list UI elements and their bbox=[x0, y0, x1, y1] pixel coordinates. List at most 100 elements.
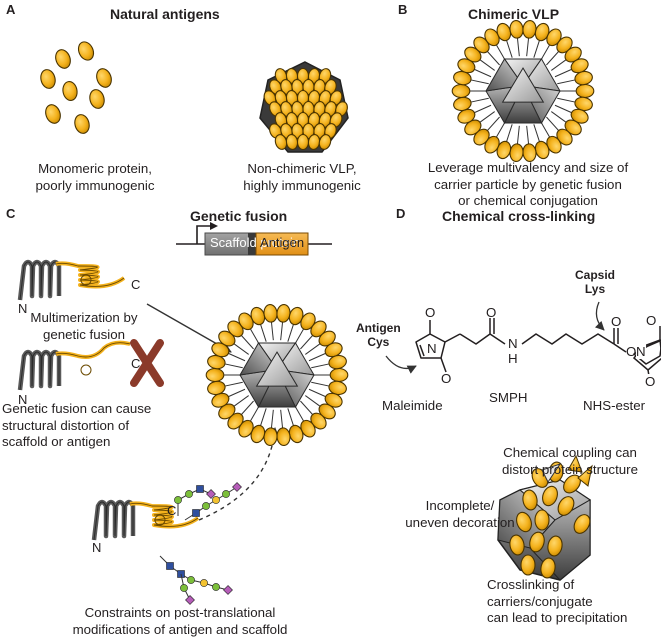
gene-scaffold-label: Scaffold protein bbox=[210, 235, 301, 250]
atom-o-3: O bbox=[486, 305, 497, 320]
vlp-linker bbox=[270, 409, 274, 430]
arrow-antigen-cys bbox=[385, 355, 417, 374]
glycan-circle-icon bbox=[180, 584, 188, 592]
vlp-linker bbox=[469, 97, 489, 103]
label-nhs-ester: NHS-ester bbox=[583, 398, 646, 413]
vlp-linker bbox=[540, 43, 551, 61]
capsid-center-face bbox=[501, 67, 545, 103]
vlp-displayed-antigen bbox=[205, 367, 225, 383]
panel-title-a: Natural antigens bbox=[110, 6, 220, 22]
glycan-circle-icon bbox=[202, 502, 210, 510]
scaffold-coil-outline bbox=[93, 501, 134, 541]
vlp-linker bbox=[308, 352, 328, 362]
vlp-linker bbox=[249, 327, 260, 345]
glycan-circle-icon bbox=[174, 496, 182, 504]
gene-antigen-label: Antigen bbox=[260, 235, 305, 250]
antigen-monomer bbox=[55, 49, 71, 69]
vlp-displayed-antigen bbox=[276, 427, 291, 446]
panel-title-b: Chimeric VLP bbox=[468, 6, 560, 22]
vlp-linker bbox=[516, 125, 520, 146]
atom-n-3: N bbox=[636, 344, 646, 359]
label-maleimide: Maleimide bbox=[382, 398, 443, 413]
vlp-linker bbox=[305, 395, 322, 408]
panel-letter-d: D bbox=[396, 206, 406, 221]
vlp-linker bbox=[294, 405, 305, 423]
vlp-linker bbox=[280, 409, 284, 430]
vlp-displayed-antigen bbox=[329, 367, 349, 383]
glycan-circle-icon bbox=[212, 496, 220, 504]
vlp-linker bbox=[485, 49, 500, 66]
panel-c-chimeric-vlp bbox=[205, 304, 349, 446]
vlp-linker bbox=[259, 322, 267, 342]
vlp-linker bbox=[546, 116, 561, 133]
vlp-displayed-antigen bbox=[509, 20, 524, 39]
vlp-linker bbox=[540, 121, 551, 139]
glycan-diamond-icon bbox=[232, 482, 242, 492]
capsid-center-face bbox=[255, 351, 299, 387]
antigen-monomer bbox=[40, 69, 56, 89]
vlp-linker bbox=[259, 408, 267, 428]
antigen-coil bbox=[55, 340, 131, 359]
fusion-protein-3 bbox=[91, 482, 242, 605]
vlp-displayed-antigen bbox=[263, 427, 278, 446]
antigen-monomer bbox=[74, 114, 90, 134]
antigen-monomer bbox=[62, 81, 78, 101]
vlp-linker bbox=[226, 388, 246, 398]
vlp-displayed-antigen bbox=[575, 83, 595, 99]
atom-o-4: O bbox=[611, 314, 622, 329]
vlp-linker bbox=[305, 342, 322, 355]
vlp-linker bbox=[554, 68, 574, 78]
vlp-linker bbox=[526, 125, 530, 146]
terminus-c-1: C bbox=[131, 277, 141, 292]
vlp-linker bbox=[232, 342, 249, 355]
glycan-diamond-icon bbox=[206, 489, 216, 499]
scaffold-coil bbox=[17, 259, 62, 301]
vlp-linker bbox=[232, 395, 249, 408]
panel-b-chimeric-vlp bbox=[451, 20, 595, 162]
promoter-arrow-icon bbox=[196, 225, 214, 244]
vlp-displayed-antigen bbox=[276, 304, 291, 323]
atom-o-7: O bbox=[645, 374, 656, 389]
uneven-antigen bbox=[516, 511, 532, 533]
glycan-square-icon bbox=[192, 509, 200, 517]
vlp-displayed-antigen bbox=[328, 354, 347, 370]
label-smph: SMPH bbox=[489, 390, 528, 405]
arrow-capsid-lys bbox=[594, 301, 605, 331]
vlp-linker bbox=[280, 320, 284, 341]
uneven-antigen bbox=[547, 535, 563, 557]
cross-mark-icon bbox=[130, 339, 164, 387]
antigen-coil-outline bbox=[129, 502, 199, 527]
glycan-circle-icon bbox=[187, 576, 195, 584]
panel-letter-c: C bbox=[6, 206, 16, 221]
antigen-monomer bbox=[77, 41, 95, 61]
glycan-diamond-icon bbox=[185, 595, 195, 605]
atom-o-2: O bbox=[441, 371, 452, 386]
vlp-linker bbox=[554, 104, 574, 114]
fusion-protein-2 bbox=[17, 340, 131, 391]
vlp-linker bbox=[287, 408, 295, 428]
vlp-displayed-antigen bbox=[451, 83, 471, 99]
vlp-linker bbox=[294, 327, 305, 345]
smph-structure bbox=[415, 318, 661, 373]
glycan-circle-icon bbox=[222, 490, 230, 498]
vlp-linker bbox=[239, 400, 254, 417]
fusion-protein-1 bbox=[17, 259, 126, 301]
atom-o-6: O bbox=[646, 313, 657, 328]
panel-a-monomers bbox=[40, 41, 112, 134]
vlp-surface-antigen bbox=[296, 133, 310, 151]
vlp-linker bbox=[472, 68, 492, 78]
uneven-antigen bbox=[534, 509, 550, 531]
scaffold-coil-outline bbox=[19, 261, 60, 301]
vlp-linker bbox=[239, 333, 254, 350]
uneven-antigen bbox=[509, 534, 525, 556]
antigen-coil-outline bbox=[55, 342, 131, 358]
atom-h: H bbox=[508, 351, 518, 366]
scaffold-coil-outline bbox=[19, 351, 60, 391]
terminus-c-3: C bbox=[167, 503, 177, 518]
terminus-n-3: N bbox=[92, 540, 102, 555]
glycan-circle-icon bbox=[185, 490, 193, 498]
vlp-linker bbox=[478, 58, 495, 71]
